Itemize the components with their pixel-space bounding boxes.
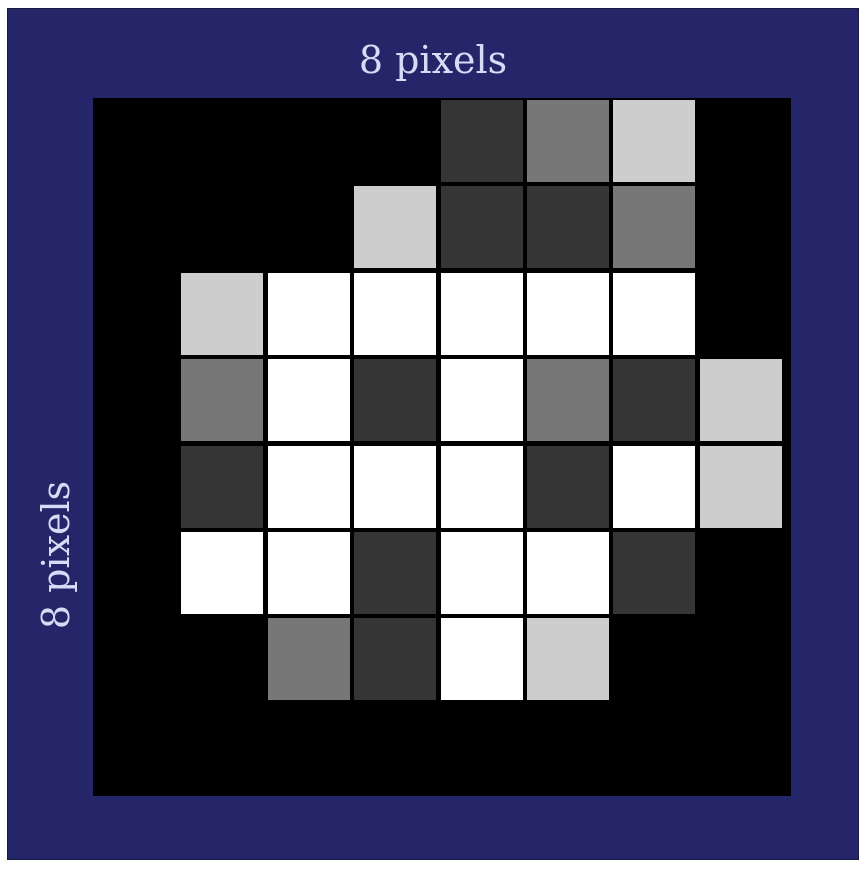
pixel-cell bbox=[354, 273, 436, 355]
pixel-cell bbox=[268, 532, 350, 614]
pixel-cell bbox=[268, 359, 350, 441]
pixel-cell bbox=[441, 446, 523, 528]
pixel-cell bbox=[700, 446, 782, 528]
pixel-cell bbox=[613, 273, 695, 355]
pixel-cell bbox=[441, 186, 523, 268]
pixel-cell bbox=[613, 446, 695, 528]
pixel-cell bbox=[181, 359, 263, 441]
pixel-cell bbox=[527, 532, 609, 614]
pixel-cell bbox=[181, 532, 263, 614]
pixel-cell bbox=[700, 359, 782, 441]
pixel-cell bbox=[268, 618, 350, 700]
left-dimension-label: 8 pixels bbox=[37, 481, 75, 629]
pixel-cell bbox=[527, 359, 609, 441]
pixel-cell bbox=[613, 100, 695, 182]
pixel-cell bbox=[527, 186, 609, 268]
pixel-cell bbox=[268, 273, 350, 355]
pixel-grid bbox=[93, 98, 791, 796]
pixel-cell bbox=[354, 532, 436, 614]
pixel-cell bbox=[441, 100, 523, 182]
pixel-cell bbox=[527, 100, 609, 182]
pixel-cell bbox=[268, 446, 350, 528]
pixel-cell bbox=[354, 618, 436, 700]
pixel-cell bbox=[354, 359, 436, 441]
top-dimension-label: 8 pixels bbox=[8, 41, 858, 79]
pixel-cell bbox=[441, 273, 523, 355]
pixel-cell bbox=[527, 618, 609, 700]
pixel-cell bbox=[441, 532, 523, 614]
pixel-cell bbox=[354, 186, 436, 268]
pixel-cell bbox=[613, 532, 695, 614]
pixel-cell bbox=[527, 446, 609, 528]
pixel-cell bbox=[613, 359, 695, 441]
pixel-cell bbox=[441, 618, 523, 700]
pixel-cell bbox=[527, 273, 609, 355]
pixel-cell bbox=[441, 359, 523, 441]
pixel-cell bbox=[181, 273, 263, 355]
pixel-cell bbox=[354, 446, 436, 528]
pixel-cell bbox=[613, 186, 695, 268]
pixel-cell bbox=[181, 446, 263, 528]
